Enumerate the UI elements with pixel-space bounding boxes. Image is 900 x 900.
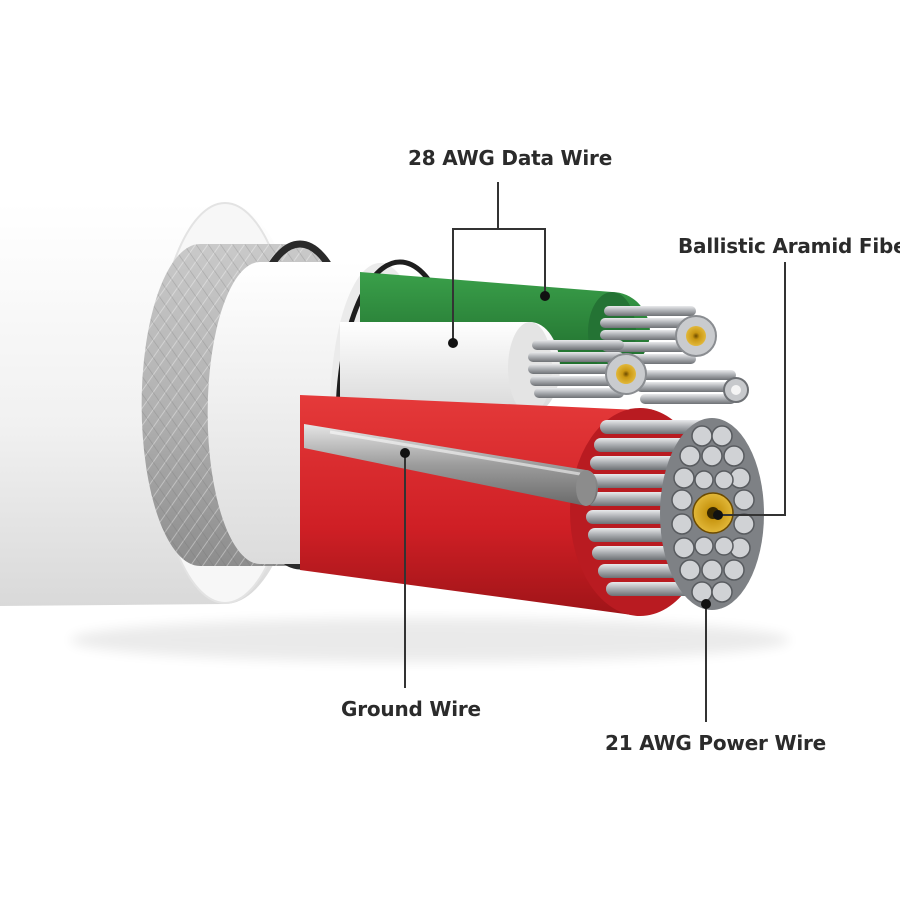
data-wire-leader <box>448 182 550 348</box>
ground-wire <box>304 424 598 506</box>
callout-leaders <box>400 182 786 722</box>
floor-shadow <box>70 618 790 662</box>
aramid-fiber-label: Ballistic Aramid Fiber <box>678 234 900 258</box>
red-power-wire <box>300 395 764 616</box>
data-wire-label: 28 AWG Data Wire <box>408 146 613 170</box>
power-wire-label: 21 AWG Power Wire <box>605 731 827 755</box>
aramid-fiber-leader <box>713 262 786 520</box>
ground-wire-label: Ground Wire <box>341 697 481 721</box>
power-wire-leader <box>701 599 711 722</box>
aramid-fiber-strand-bundle <box>636 370 749 404</box>
ground-wire-leader <box>400 448 410 688</box>
power-wire-end-face <box>660 418 764 610</box>
white-wire-strands <box>528 340 647 398</box>
white-data-wire <box>340 322 647 414</box>
